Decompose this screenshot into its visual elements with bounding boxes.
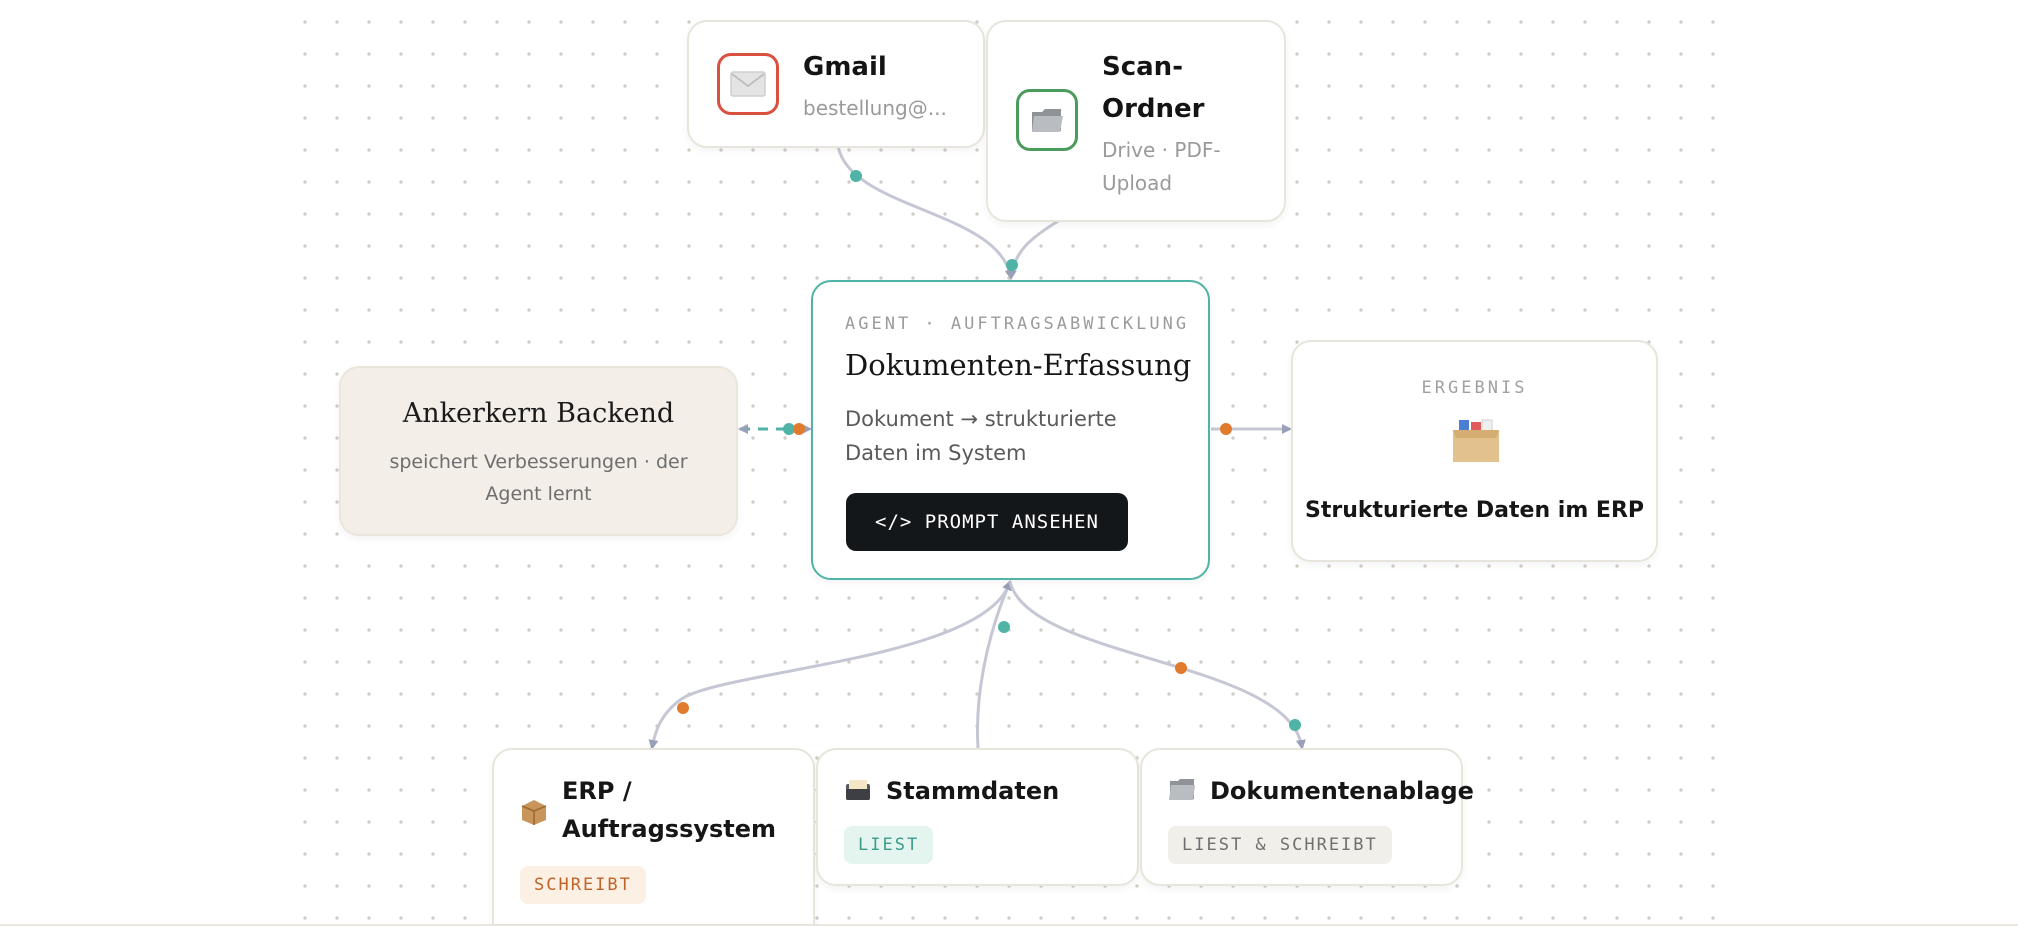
result-title: Strukturierte Daten im ERP <box>1304 498 1645 523</box>
gmail-icon-box <box>717 53 779 115</box>
stammdaten-title: Stammdaten <box>886 777 1060 805</box>
edge-gmail-agent <box>836 145 1015 280</box>
flow-dot <box>1289 719 1301 731</box>
result-kicker: ERGEBNIS <box>1421 378 1528 398</box>
flow-dot <box>850 170 862 182</box>
memory-subtitle: speichert Verbesserungen · der Agent ler… <box>389 451 688 505</box>
scan-folder-icon-box <box>1016 89 1078 151</box>
edge-stammdaten-agent <box>976 580 1012 749</box>
agent-kicker: AGENT · AUFTRAGSABWICKLUNG <box>845 314 1190 334</box>
edge-agent-erp <box>648 581 1012 750</box>
erp-title-line2: Auftragssystem <box>562 815 777 843</box>
scan-folder-title-line2: Ordner <box>1102 94 1205 124</box>
scan-folder-subtitle-line1: Drive · PDF- <box>1102 138 1221 162</box>
flow-dot <box>783 423 795 435</box>
view-prompt-button[interactable]: </> PROMPT ANSEHEN <box>846 493 1128 551</box>
gmail-subtitle: bestellung@... <box>803 96 947 120</box>
folder-icon <box>1169 779 1195 800</box>
memory-backend-node[interactable]: Ankerkern Backend speichert Verbesserung… <box>339 366 738 536</box>
agent-node[interactable]: AGENT · AUFTRAGSABWICKLUNG Dokumenten-Er… <box>811 280 1210 580</box>
flow-dot <box>1175 662 1187 674</box>
gmail-title: Gmail <box>803 52 887 82</box>
result-node[interactable]: ERGEBNIS Strukturierte Daten im ERP <box>1291 340 1658 562</box>
source-scan-folder-node[interactable]: Scan- Ordner Drive · PDF- Upload <box>986 20 1286 222</box>
agent-description: Dokument → strukturierte Daten im System <box>845 407 1117 465</box>
dokumentenablage-badge: LIEST & SCHREIBT <box>1168 826 1392 864</box>
card-file-box-icon <box>1453 419 1499 462</box>
envelope-icon <box>730 71 766 97</box>
flow-dot <box>793 423 805 435</box>
edge-agent-ablage <box>1008 581 1306 750</box>
tool-dokumentenablage-node[interactable]: Dokumentenablage LIEST & SCHREIBT <box>1140 748 1474 886</box>
flow-dot <box>998 621 1010 633</box>
tool-stammdaten-node[interactable]: Stammdaten LIEST <box>816 748 1139 886</box>
flow-dot <box>1006 259 1018 271</box>
erp-title-line1: ERP / <box>562 777 632 805</box>
dokumentenablage-title: Dokumentenablage <box>1210 777 1474 805</box>
erp-badge: SCHREIBT <box>520 866 646 904</box>
scan-folder-title-line1: Scan- <box>1102 52 1183 82</box>
source-gmail-node[interactable]: Gmail bestellung@... <box>687 20 985 148</box>
canvas-baseline <box>0 924 2018 926</box>
package-icon <box>521 800 547 825</box>
card-index-icon <box>846 780 870 800</box>
scan-folder-subtitle-line2: Upload <box>1102 171 1173 195</box>
memory-title: Ankerkern Backend <box>402 398 675 429</box>
stammdaten-badge: LIEST <box>844 826 934 864</box>
agent-title: Dokumenten-Erfassung <box>845 348 1192 382</box>
tool-erp-node[interactable]: ERP / Auftragssystem SCHREIBT <box>492 748 815 926</box>
flow-dot <box>1220 423 1232 435</box>
flow-dot <box>677 702 689 714</box>
folder-icon <box>1032 109 1063 132</box>
edge-scan-agent <box>1006 218 1061 280</box>
